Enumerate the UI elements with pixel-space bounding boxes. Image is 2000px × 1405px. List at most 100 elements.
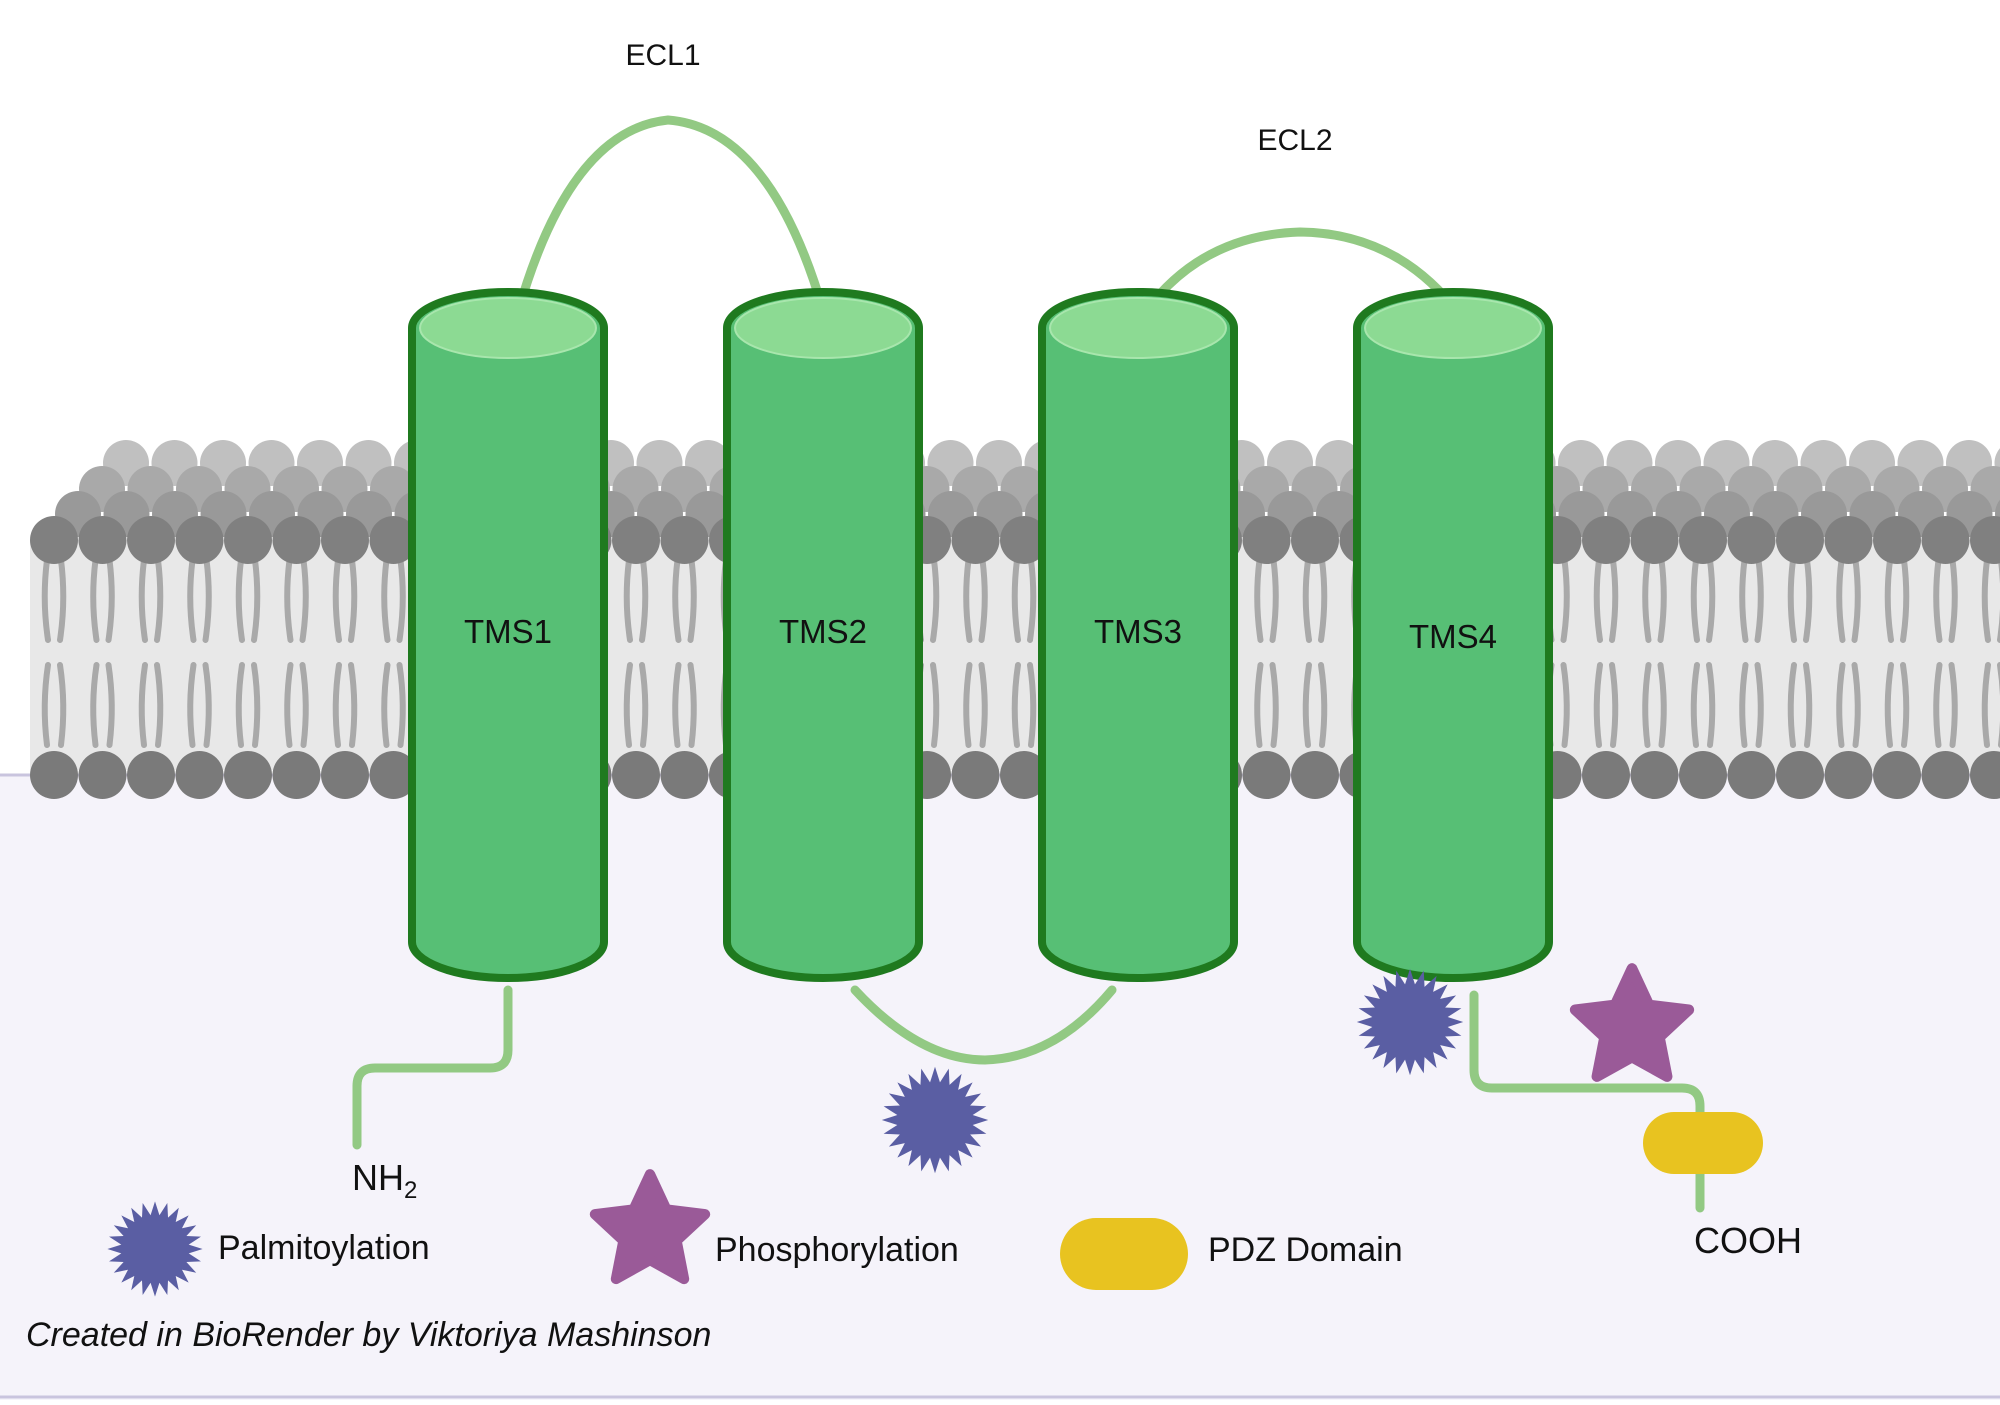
lipid-head-outer — [321, 516, 369, 564]
lipid-tail — [1694, 560, 1697, 640]
lipid-head-inner — [224, 751, 272, 799]
helix-top-face — [1050, 298, 1226, 358]
lipid-tail — [1791, 560, 1794, 640]
lipid-head-outer — [1291, 516, 1339, 564]
credit-line: Created in BioRender by Viktoriya Mashin… — [26, 1316, 711, 1354]
lipid-head-inner — [1922, 751, 1970, 799]
lipid-head-outer — [1922, 516, 1970, 564]
lipid-tail — [45, 560, 48, 640]
lipid-tail — [336, 560, 339, 640]
lipid-tail — [1321, 560, 1324, 640]
lipid-tail — [400, 665, 403, 745]
lipid-tail — [157, 665, 160, 745]
lipid-head-inner — [1825, 751, 1873, 799]
lipid-head-inner — [127, 751, 175, 799]
lipid-head-inner — [1679, 751, 1727, 799]
lipid-tail — [287, 560, 290, 640]
lipid-head-inner — [952, 751, 1000, 799]
lipid-head-outer — [1679, 516, 1727, 564]
lipid-tail — [1985, 560, 1988, 640]
lipid-tail — [1030, 560, 1033, 640]
lipid-tail — [206, 560, 209, 640]
lipid-head-inner — [661, 751, 709, 799]
lipid-tail — [1612, 665, 1615, 745]
lipid-tail — [1806, 560, 1809, 640]
lipid-head-outer — [952, 516, 1000, 564]
lipid-tail — [627, 560, 630, 640]
lipid-tail — [303, 665, 306, 745]
helix-label: TMS3 — [1094, 613, 1182, 650]
lipid-tail — [1321, 665, 1324, 745]
lipid-head-outer — [1873, 516, 1921, 564]
lipid-tail — [1645, 560, 1648, 640]
lipid-tail — [190, 665, 193, 745]
lipid-head-inner — [1776, 751, 1824, 799]
lipid-head-inner — [79, 751, 127, 799]
lipid-head-inner — [1873, 751, 1921, 799]
lipid-tail — [93, 665, 96, 745]
lipid-tail — [1791, 665, 1794, 745]
lipid-tail — [60, 560, 63, 640]
helix-tms1: TMS1 — [412, 292, 604, 978]
lipid-head-outer — [1825, 516, 1873, 564]
lipid-tail — [1661, 560, 1664, 640]
lipid-head-inner — [321, 751, 369, 799]
lipid-head-outer — [1776, 516, 1824, 564]
lipid-head-inner — [1728, 751, 1776, 799]
lipid-head-outer — [224, 516, 272, 564]
lipid-head-inner — [273, 751, 321, 799]
lipid-head-outer — [79, 516, 127, 564]
lipid-tail — [1564, 665, 1567, 745]
lipid-tail — [966, 560, 969, 640]
lipid-tail — [1257, 560, 1260, 640]
lipid-tail — [966, 665, 969, 745]
lipid-head-outer — [273, 516, 321, 564]
lipid-tail — [1903, 665, 1906, 745]
lipid-tail — [93, 560, 96, 640]
helix-top-face — [735, 298, 911, 358]
lipid-tail — [1015, 560, 1018, 640]
lipid-head-inner — [612, 751, 660, 799]
lipid-tail — [675, 560, 678, 640]
helix-label: TMS2 — [779, 613, 867, 650]
helix-top-face — [420, 298, 596, 358]
lipid-tail — [1694, 665, 1697, 745]
helix-label: TMS4 — [1409, 618, 1497, 655]
lipid-tail — [1888, 560, 1891, 640]
lipid-tail — [190, 560, 193, 640]
lipid-tail — [239, 560, 242, 640]
lipid-head-inner — [176, 751, 224, 799]
legend-palmitoylation-icon — [107, 1201, 202, 1296]
lipid-tail — [933, 560, 936, 640]
lipid-tail — [1855, 560, 1858, 640]
lipid-head-outer — [1728, 516, 1776, 564]
lipid-bilayer — [30, 440, 2000, 799]
lipid-tail — [1952, 665, 1955, 745]
lipid-tail — [1855, 665, 1858, 745]
lipid-tail — [1903, 560, 1906, 640]
lipid-tail — [287, 665, 290, 745]
c-terminus-label: COOH — [1694, 1220, 1802, 1261]
lipid-tail — [627, 665, 630, 745]
cytoplasm-region — [0, 775, 2000, 1400]
lipid-head-outer — [1582, 516, 1630, 564]
lipid-tail — [109, 665, 112, 745]
n-terminus-base: NH — [352, 1157, 404, 1198]
helix-top-face — [1365, 298, 1541, 358]
lipid-head-outer — [612, 516, 660, 564]
lipid-tail — [1839, 560, 1842, 640]
helix-tms2: TMS2 — [727, 292, 919, 978]
lipid-tail — [642, 665, 645, 745]
lipid-tail — [1597, 560, 1600, 640]
lipid-tail — [254, 665, 257, 745]
lipid-tail — [1015, 665, 1018, 745]
legend-pdz-icon — [1060, 1218, 1188, 1290]
lipid-head-inner — [1291, 751, 1339, 799]
n-terminus-subscript: 2 — [404, 1177, 417, 1204]
lipid-tail — [1645, 665, 1648, 745]
lipid-head-outer — [1631, 516, 1679, 564]
lipid-tail — [400, 560, 403, 640]
lipid-tail — [1758, 665, 1761, 745]
